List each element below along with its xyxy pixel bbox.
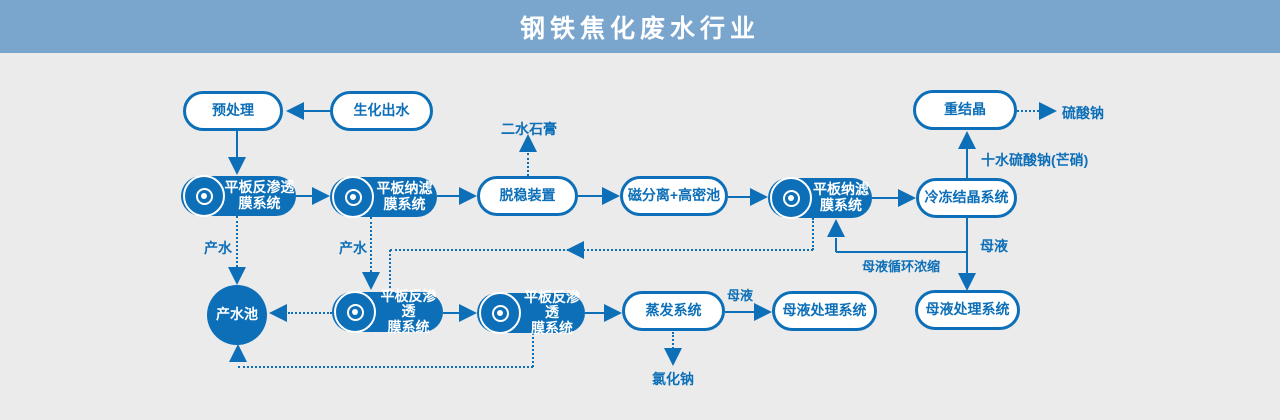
node-ro-bottom-1: 平板反渗透 膜系统 — [332, 288, 443, 335]
label-sodium-chloride: 氯化钠 — [652, 371, 694, 387]
node-ml-treatment-right: 母液处理系统 — [915, 290, 1020, 330]
node-label: 冷冻结晶系统 — [924, 189, 1009, 206]
node-nf-top: 平板纳滤 膜系统 — [330, 176, 437, 218]
node-recrystallization: 重结晶 — [913, 90, 1017, 130]
node-magnetic-separation: 磁分离+高密池 — [620, 176, 728, 216]
flow-line — [578, 195, 603, 197]
membrane-disc-icon — [332, 176, 374, 218]
arrowhead-down-icon — [958, 273, 976, 291]
arrowhead-up-icon — [519, 134, 537, 152]
flow-line — [236, 131, 238, 158]
label-mother-liquor-mid: 母液 — [727, 288, 754, 303]
node-label: 产水池 — [216, 306, 258, 323]
arrowhead-down-icon — [664, 348, 682, 366]
node-label: 平板反渗透 膜系统 — [224, 179, 295, 211]
flow-line — [437, 195, 460, 197]
node-destabilizer: 脱稳装置 — [477, 176, 578, 216]
flow-line — [966, 218, 968, 275]
flow-line — [725, 311, 755, 313]
flow-line-dotted — [288, 312, 332, 314]
arrowhead-left-icon — [286, 102, 304, 120]
flow-line — [728, 196, 751, 198]
arrowhead-right-icon — [459, 304, 477, 322]
flow-line — [296, 195, 313, 197]
node-label: 平板反渗透 膜系统 — [524, 288, 580, 336]
arrowhead-right-icon — [459, 187, 477, 205]
flow-line-dotted — [390, 249, 813, 251]
arrowhead-down-icon — [228, 267, 246, 285]
arrowhead-right-icon — [750, 188, 768, 206]
arrowhead-right-icon — [602, 187, 620, 205]
flow-line — [585, 312, 605, 314]
arrowhead-up-icon — [958, 131, 976, 149]
flow-line-dotted — [532, 333, 534, 367]
label-sodium-sulfate: 硫酸钠 — [1062, 105, 1104, 121]
node-pretreatment: 预处理 — [183, 91, 283, 131]
flow-line-dotted — [370, 217, 372, 272]
arrowhead-right-icon — [604, 304, 622, 322]
arrowhead-left-icon — [269, 304, 287, 322]
node-ml-treatment-left: 母液处理系统 — [772, 291, 877, 331]
membrane-disc-icon — [770, 177, 812, 219]
arrowhead-down-icon — [362, 272, 380, 290]
arrowhead-up-icon — [229, 344, 247, 362]
node-bio-effluent: 生化出水 — [330, 91, 433, 131]
flow-line-dotted — [672, 332, 674, 349]
flow-line — [872, 197, 899, 199]
label-mirabilite: 十水硫酸钠(芒硝) — [981, 152, 1089, 168]
arrowhead-right-icon — [898, 189, 916, 207]
flow-line-dotted — [527, 153, 529, 176]
membrane-disc-icon — [334, 291, 376, 333]
arrowhead-up-icon — [827, 219, 845, 237]
arrowhead-right-icon — [754, 303, 772, 321]
flow-line-dotted — [389, 250, 391, 292]
node-label: 平板纳滤 膜系统 — [813, 181, 869, 213]
node-ro-bottom-2: 平板反渗透 膜系统 — [477, 289, 585, 336]
node-label: 平板反渗透 膜系统 — [380, 287, 437, 335]
flow-line-dotted — [238, 366, 533, 368]
flow-line — [304, 110, 330, 112]
membrane-disc-icon — [479, 292, 521, 334]
header-bar: 钢铁焦化废水行业 — [0, 0, 1280, 53]
label-product-water-2: 产水 — [339, 240, 367, 256]
node-label: 脱稳装置 — [499, 187, 556, 204]
node-product-water-pool: 产水池 — [207, 285, 267, 345]
node-label: 重结晶 — [944, 101, 986, 118]
node-nf-right: 平板纳滤 膜系统 — [768, 177, 872, 219]
node-label: 母液处理系统 — [782, 302, 867, 319]
flowchart-canvas: 预处理 生化出水 平板反渗透 膜系统 平板纳滤 膜系统 脱稳装置 磁分离+高密池… — [0, 53, 1280, 420]
membrane-disc-icon — [183, 175, 225, 217]
flow-line — [835, 238, 837, 252]
node-label: 磁分离+高密池 — [627, 187, 721, 204]
page-title: 钢铁焦化废水行业 — [519, 14, 760, 43]
node-label: 蒸发系统 — [645, 302, 702, 319]
flow-line-dotted — [812, 218, 814, 250]
arrowhead-down-icon — [228, 157, 246, 175]
flow-line-dotted — [236, 216, 238, 267]
label-mother-liquor-right: 母液 — [980, 238, 1008, 254]
label-product-water-1: 产水 — [204, 240, 232, 256]
flow-line — [836, 251, 967, 253]
flow-line-dotted — [1017, 110, 1039, 112]
node-label: 生化出水 — [353, 102, 410, 119]
label-gypsum: 二水石膏 — [501, 121, 557, 137]
flow-line — [443, 312, 460, 314]
node-freeze-crystallization: 冷冻结晶系统 — [916, 178, 1017, 218]
arrowhead-right-icon — [1039, 102, 1057, 120]
arrowhead-right-icon — [312, 187, 330, 205]
node-label: 母液处理系统 — [925, 301, 1010, 318]
node-evaporation: 蒸发系统 — [622, 291, 725, 331]
node-label: 平板纳滤 膜系统 — [376, 180, 433, 212]
arrowhead-left-icon — [566, 241, 584, 259]
node-ro-top: 平板反渗透 膜系统 — [181, 175, 296, 217]
label-ml-recycle: 母液循环浓缩 — [862, 259, 941, 274]
flow-line — [966, 149, 968, 178]
node-label: 预处理 — [212, 102, 254, 119]
